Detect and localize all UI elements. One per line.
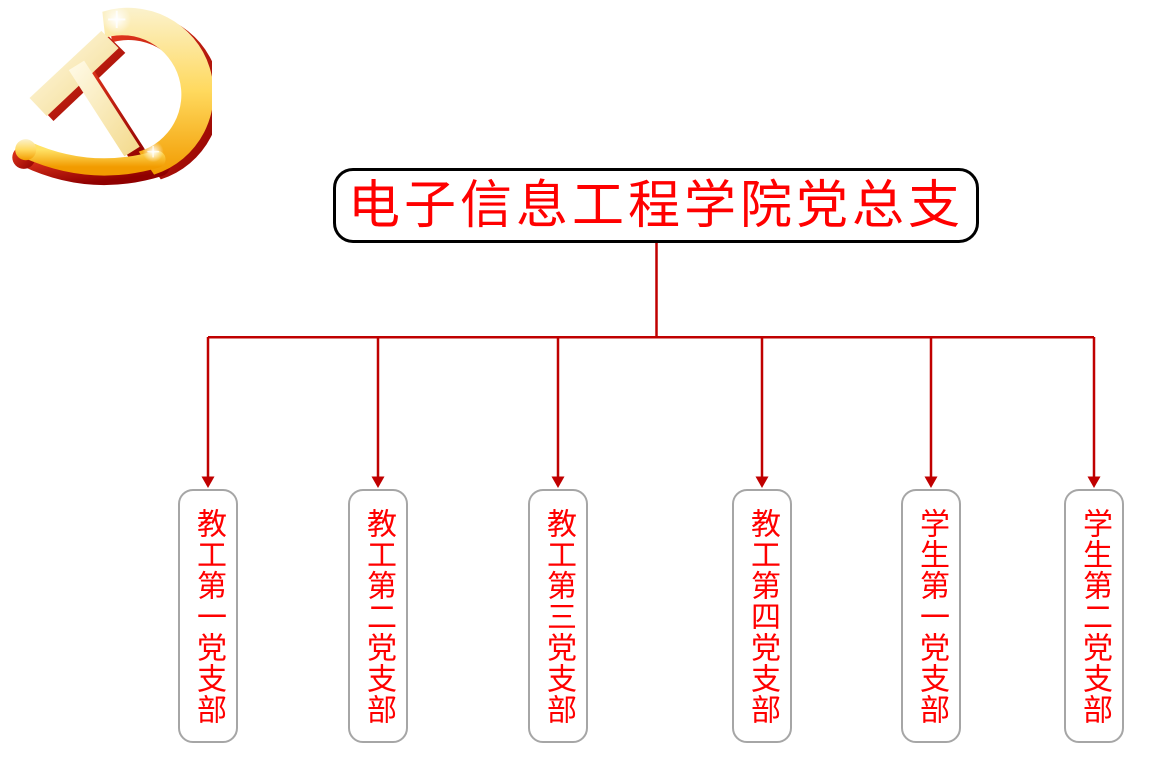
sparkle-bottom-icon <box>147 145 159 158</box>
branch-node-label: 学生第二党支部 <box>1078 507 1111 725</box>
branch-drop-lines <box>206 337 1096 478</box>
root-node: 电子信息工程学院党总支 <box>333 168 979 243</box>
branch-node-4: 教工第四党支部 <box>732 489 792 743</box>
sickle-blade-icon <box>102 7 212 175</box>
branch-node-label: 教工第一党支部 <box>192 507 225 725</box>
branch-node-label: 教工第四党支部 <box>746 507 779 725</box>
root-node-label: 电子信息工程学院党总支 <box>347 176 964 235</box>
branch-node-5: 学生第一党支部 <box>901 489 961 743</box>
branch-node-1: 教工第一党支部 <box>178 489 238 743</box>
sickle-knob-icon <box>15 139 37 161</box>
branch-node-2: 教工第二党支部 <box>348 489 408 743</box>
branch-node-label: 学生第一党支部 <box>915 507 948 725</box>
hammer-handle-icon <box>68 60 140 157</box>
branch-node-label: 教工第二党支部 <box>362 507 395 725</box>
sickle-handle-icon <box>18 141 166 176</box>
branch-node-3: 教工第三党支部 <box>528 489 588 743</box>
party-emblem-logo <box>12 6 212 186</box>
branch-node-6: 学生第二党支部 <box>1064 489 1124 743</box>
sparkle-top-icon <box>108 10 126 29</box>
arrowhead-icons <box>201 476 1101 488</box>
branch-node-label: 教工第三党支部 <box>542 507 575 725</box>
